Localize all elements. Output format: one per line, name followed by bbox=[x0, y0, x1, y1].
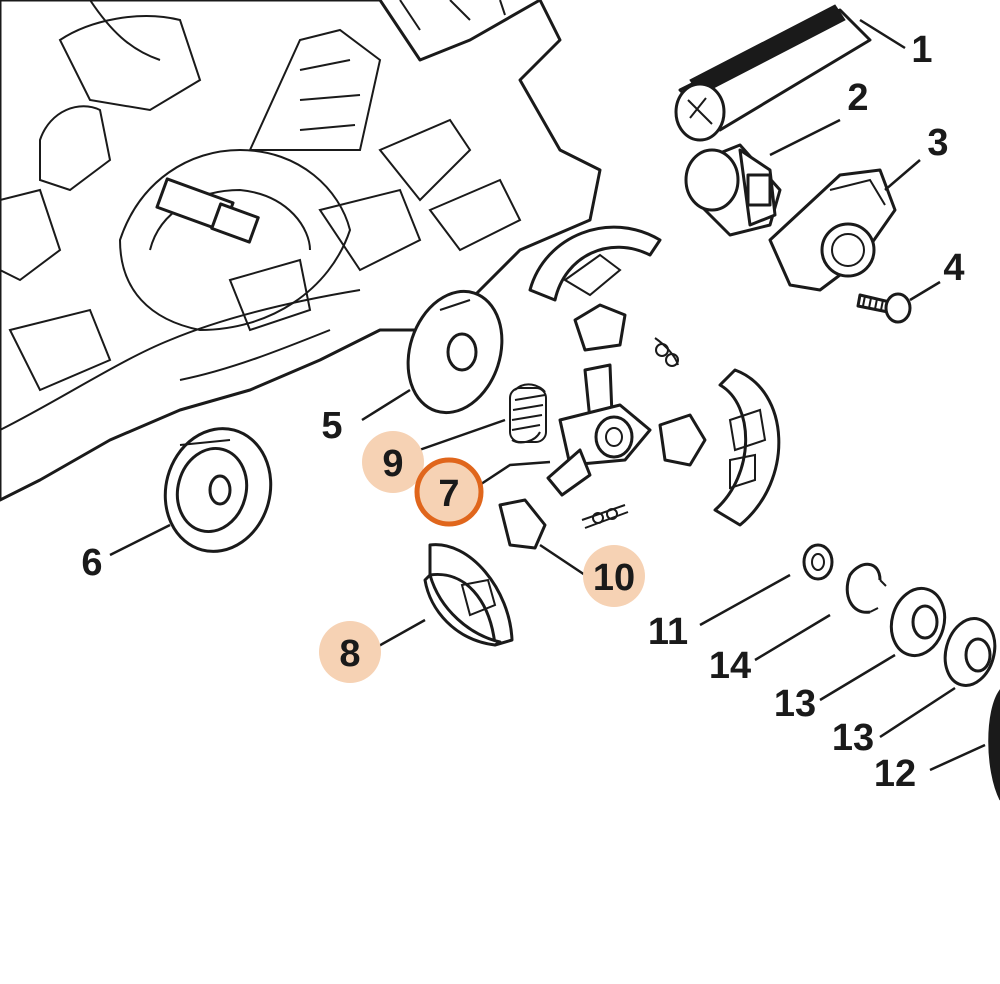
part-12-sprocket-drawing bbox=[988, 689, 1000, 801]
part-1-sleeve-drawing bbox=[674, 4, 872, 142]
label-7[interactable]: 7 bbox=[438, 473, 459, 515]
label-12[interactable]: 12 bbox=[874, 753, 916, 795]
part-6-drum-drawing bbox=[163, 427, 273, 553]
label-10[interactable]: 10 bbox=[593, 557, 635, 599]
label-5[interactable]: 5 bbox=[321, 405, 342, 447]
selected-ring-7 bbox=[414, 457, 484, 527]
highlight-10 bbox=[583, 545, 645, 607]
highlight-8 bbox=[319, 621, 381, 683]
label-8[interactable]: 8 bbox=[339, 633, 360, 675]
part-9-spring-drawing bbox=[509, 383, 547, 444]
part-10-clip-drawing bbox=[498, 498, 629, 550]
part-14-circlip-drawing bbox=[845, 562, 887, 614]
clutch-shoe-right-drawing bbox=[658, 368, 781, 527]
label-9[interactable]: 9 bbox=[382, 443, 403, 485]
label-3[interactable]: 3 bbox=[927, 122, 948, 164]
highlight-7 bbox=[418, 461, 480, 523]
label-4[interactable]: 4 bbox=[943, 247, 964, 289]
engine-housing-drawing bbox=[0, 0, 602, 502]
label-6[interactable]: 6 bbox=[81, 542, 102, 584]
part-3-bracket-drawing bbox=[768, 168, 897, 292]
part-2-hub-drawing bbox=[684, 143, 782, 237]
label-highlights bbox=[319, 431, 645, 683]
part-13-bearing-a-drawing bbox=[889, 586, 947, 658]
part-labels: 1 2 3 4 5 6 7 8 9 10 11 12 13 13 14 bbox=[81, 29, 964, 795]
clutch-shoe-upper-drawing bbox=[528, 225, 679, 367]
part-13-bearing-b-drawing bbox=[943, 617, 997, 687]
label-14[interactable]: 14 bbox=[709, 645, 751, 687]
part-11-washer-drawing bbox=[802, 543, 834, 581]
part-4-screw-drawing bbox=[856, 292, 912, 324]
leader-lines bbox=[109, 18, 986, 772]
part-7-carrier-drawing bbox=[546, 363, 652, 497]
label-1[interactable]: 1 bbox=[911, 29, 932, 71]
label-11[interactable]: 11 bbox=[648, 611, 688, 653]
label-2[interactable]: 2 bbox=[847, 77, 868, 119]
part-8-shoe-drawing bbox=[423, 543, 514, 647]
label-13-b[interactable]: 13 bbox=[832, 717, 874, 759]
part-5-washer-drawing bbox=[406, 289, 504, 415]
label-13-a[interactable]: 13 bbox=[774, 683, 816, 725]
highlight-9 bbox=[362, 431, 424, 493]
